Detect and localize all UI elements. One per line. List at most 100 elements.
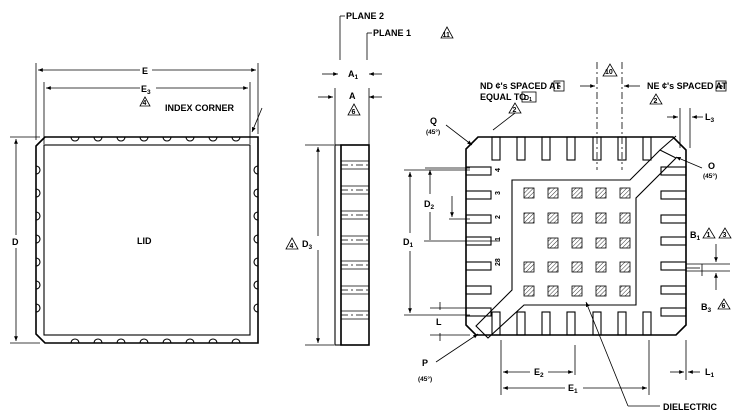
castellation-notch [231, 338, 241, 344]
via-grid [523, 187, 631, 297]
via-square [619, 187, 631, 199]
via-square [547, 285, 559, 297]
terminal-pad [516, 136, 526, 161]
via-square [547, 212, 559, 224]
note-4-top: 4 [143, 100, 147, 107]
note-11: 11 [443, 32, 451, 39]
dim-B3-label: B3 [701, 302, 712, 314]
dim-O-label: O [708, 161, 715, 171]
castellation-notch [35, 211, 41, 221]
terminal-pad [660, 236, 687, 246]
terminal-pad [660, 285, 687, 295]
via-square [547, 187, 559, 199]
via-square [523, 261, 535, 273]
castellation-notch [70, 338, 80, 344]
dim-D2-label: D2 [424, 199, 435, 211]
via-square [595, 285, 607, 297]
dim-E-label: E [142, 66, 148, 76]
terminal-pad [660, 214, 687, 224]
dim-A-label: A [349, 91, 356, 101]
terminal-pad [465, 261, 492, 271]
via-square [547, 261, 559, 273]
dim-L-label: L [436, 317, 442, 327]
terminal-pad [660, 307, 687, 317]
cavity-outline [475, 149, 677, 339]
pin-number: 4 [495, 168, 502, 172]
index-corner-label: INDEX CORNER [165, 103, 235, 113]
via-square [523, 212, 535, 224]
dim-E2-label: E2 [534, 367, 544, 379]
plane2-label: PLANE 2 [346, 11, 384, 21]
dim-D1-label: D1 [403, 237, 414, 249]
dim-D-label: D [12, 237, 19, 247]
castellation-notch [116, 338, 126, 344]
side-body [340, 144, 370, 346]
via-square [571, 187, 583, 199]
terminal-pad [642, 136, 652, 161]
terminal-pad [491, 311, 501, 336]
dim-P-angle: (45°) [418, 375, 432, 383]
castellation-notch [253, 280, 259, 290]
note-1: 1 [707, 232, 711, 239]
dim-A1-label: A1 [348, 69, 359, 81]
note-2a: 2 [513, 107, 517, 114]
castellation-notch [93, 136, 103, 142]
svg-text:D1: D1 [524, 95, 532, 103]
via-square [523, 285, 535, 297]
terminal-pad [465, 285, 492, 295]
castellation-notch [35, 188, 41, 198]
terminal-pad [516, 311, 526, 336]
note-6-bottom: 6 [722, 303, 726, 310]
castellation-notch [185, 338, 195, 344]
terminal-pad [465, 166, 492, 176]
castellation-notch [139, 136, 149, 142]
bottom-view: ND ¢'s SPACED AT e EQUAL TO D1 2 10 NE ¢… [403, 62, 732, 412]
top-view: LID E E3 4 INDEX CORNER D [10, 63, 263, 344]
dim-L3-label: L3 [705, 112, 715, 124]
via-square [619, 237, 631, 249]
equal-to-text: EQUAL TO [480, 92, 526, 102]
castellation-notch [93, 338, 103, 344]
bottom-view-outline [465, 136, 687, 336]
lid-label: LID [137, 236, 152, 246]
nd-spacing-text: ND ¢'s SPACED AT [480, 81, 561, 91]
castellation-notch [231, 136, 241, 142]
via-square [571, 237, 583, 249]
terminal-pad [660, 190, 687, 200]
terminal-pad [566, 311, 576, 336]
pin-number: 28 [495, 258, 502, 266]
via-square [571, 261, 583, 273]
via-square [595, 237, 607, 249]
castellation-notch [253, 257, 259, 267]
via-square [523, 187, 535, 199]
side-terminals [341, 160, 369, 320]
castellation-notch [185, 136, 195, 142]
side-lid [334, 144, 342, 346]
via-square [571, 285, 583, 297]
note-10: 10 [605, 69, 613, 76]
castellation-notch [162, 338, 172, 344]
terminal-pad [465, 307, 492, 317]
dim-P-label: P [422, 358, 428, 368]
bottom-terminals [465, 136, 687, 336]
dim-E1-label: E1 [568, 383, 578, 395]
pin-number: 2 [495, 215, 502, 219]
via-square [619, 212, 631, 224]
via-square [547, 237, 559, 249]
terminal-pad [541, 136, 551, 161]
terminal-pad [566, 136, 576, 161]
terminal-pad [642, 311, 652, 336]
castellation-notch [253, 303, 259, 313]
lid-outline [43, 144, 251, 336]
castellation-notch [253, 211, 259, 221]
note-2b: 2 [654, 98, 658, 105]
terminal-pad [660, 166, 687, 176]
plane1-label: PLANE 1 [373, 28, 411, 38]
castellation-notch [139, 338, 149, 344]
svg-text:e: e [557, 84, 561, 91]
castellation-notch [116, 136, 126, 142]
terminal-pad [465, 190, 492, 200]
